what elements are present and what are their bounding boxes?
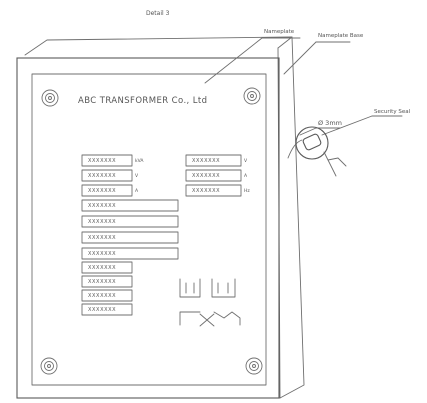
field-box [81,247,179,260]
field-unit: kVA [135,158,144,164]
field-box [81,261,133,274]
nameplate-base [24,36,305,399]
field-value: XXXXXXX [88,235,116,241]
field-box [81,184,133,197]
field-value: XXXXXXX [88,203,116,209]
field-value: XXXXXXX [88,279,116,285]
field-box [185,169,242,182]
field-box [185,154,242,167]
field-value: XXXXXXX [88,265,116,271]
callout-nameplate-base: Nameplate Base [318,33,364,39]
detail-title: Detail 3 [146,10,170,17]
field-unit: A [135,188,139,194]
left-field-column: XXXXXXX kVA XXXXXXX V XXXXXXX A XXXXXXX XXXXXXX… [81,154,179,316]
nameplate-board [16,57,280,399]
field-value: XXXXXXX [192,173,220,179]
field-value: XXXXXXX [88,158,116,164]
field-value: XXXXXXX [88,251,116,257]
field-unit: V [135,173,139,179]
field-value: XXXXXXX [88,188,116,194]
field-value: XXXXXXX [88,293,116,299]
plate-header: ABC TRANSFORMER Co., Ltd [78,96,207,106]
field-box [81,199,179,212]
field-value: XXXXXXX [88,219,116,225]
screw-top-left [41,89,59,107]
screw-top-right [243,87,261,105]
field-value: XXXXXXX [88,173,116,179]
field-value: XXXXXXX [192,158,220,164]
security-seal [287,126,347,177]
field-box [81,215,179,228]
field-box [81,275,133,288]
screw-bottom-left [40,357,58,375]
field-value: XXXXXXX [192,188,220,194]
right-field-column: XXXXXXX V XXXXXXX A XXXXXXX Hz [185,154,250,197]
field-box [81,169,133,182]
field-box [81,154,133,167]
field-box [81,231,179,244]
callout-security-seal: Security Seal [374,109,411,115]
callout-nameplate: Nameplate [264,29,295,35]
field-value: XXXXXXX [88,307,116,313]
screw-bottom-right [245,357,263,375]
callout-leaders [204,37,403,136]
field-unit: A [244,173,248,179]
callout-diameter: Ø 3mm [318,119,342,127]
field-unit: V [244,158,248,164]
field-unit: Hz [244,188,250,194]
field-box [185,184,242,197]
field-box [81,303,133,316]
field-box [81,289,133,302]
winding-symbol [179,278,241,327]
